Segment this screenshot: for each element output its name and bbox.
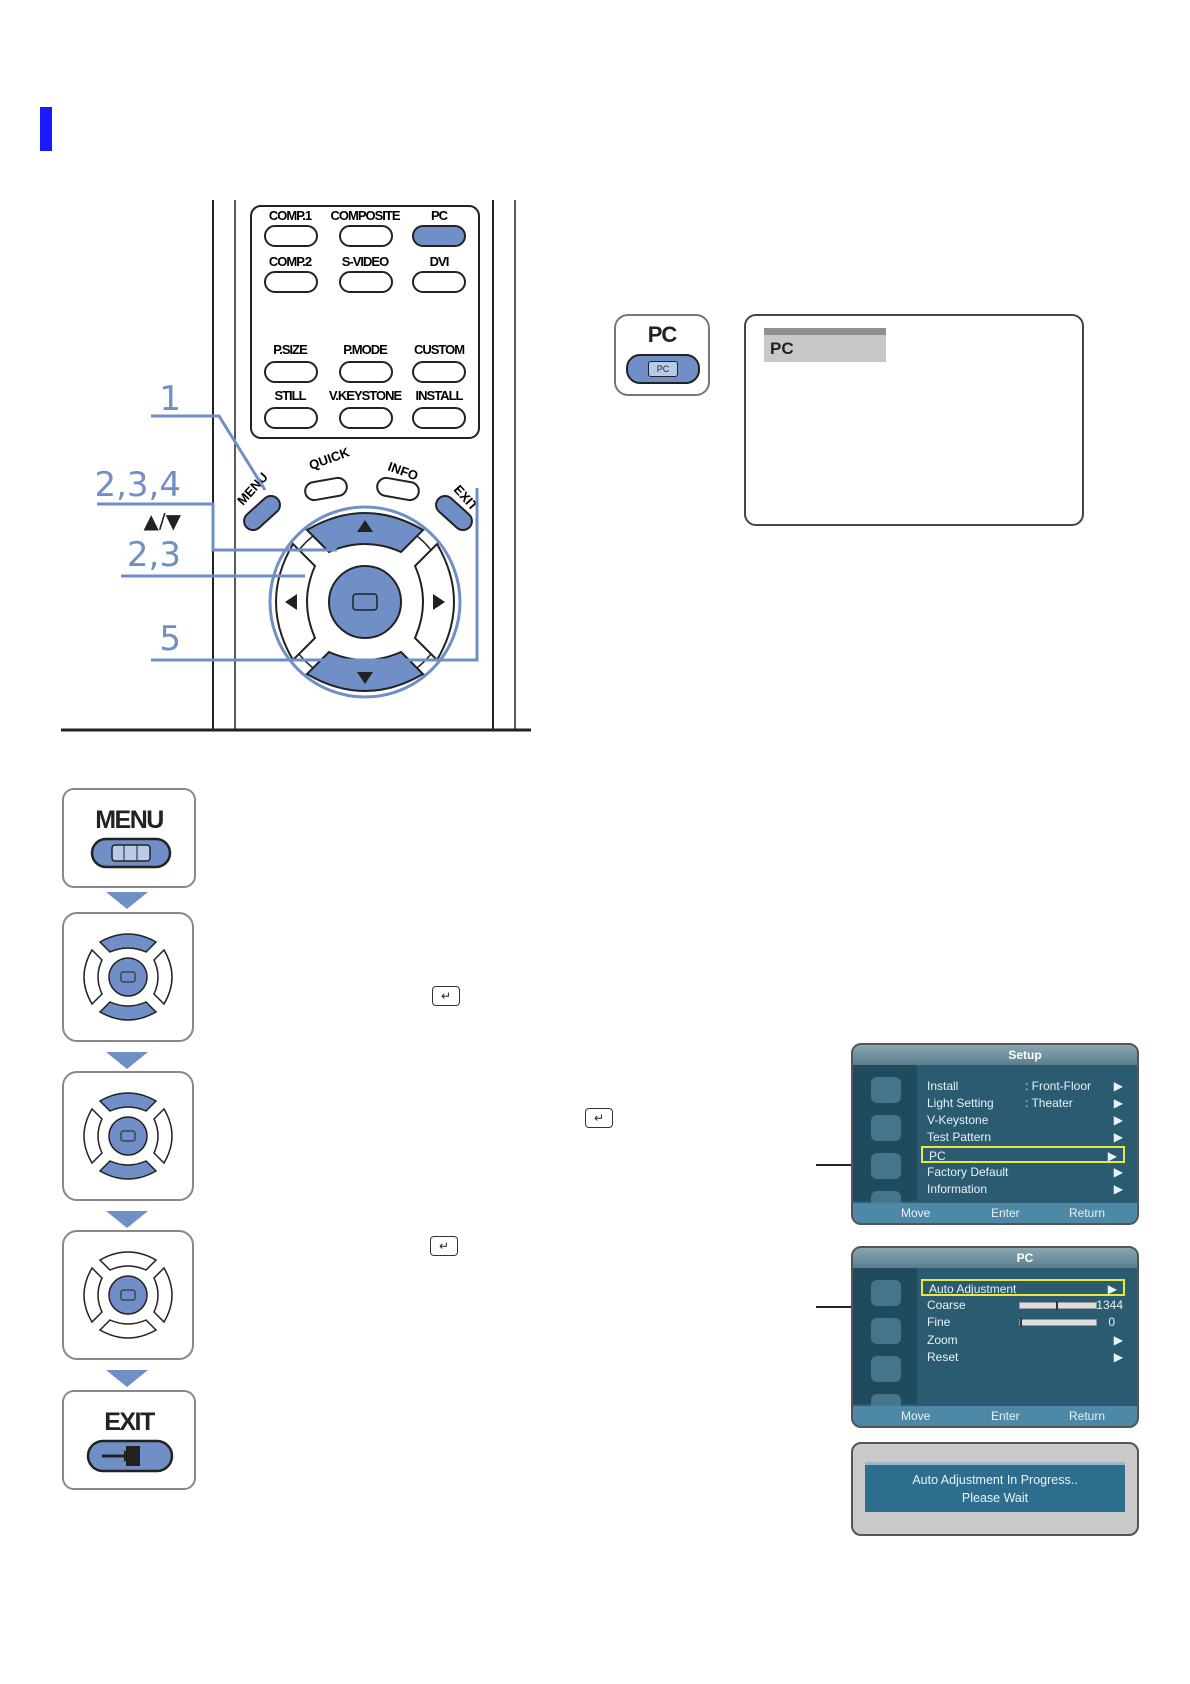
btn-still-label: STILL <box>274 388 306 403</box>
callout-step-1: 1 <box>159 379 181 419</box>
btn-comp2-label: COMP.2 <box>269 254 312 269</box>
nav-pad-step-2 <box>62 912 194 1042</box>
exit-label: EXIT <box>104 1408 155 1436</box>
btn-pmode-label: P.MODE <box>343 342 388 357</box>
remote-control-illustration: COMP.1 COMPOSITE PC COMP.2 S-VIDEO DVI P… <box>61 200 531 732</box>
osd-setup-menu: Setup Install: Front-Floor▶ Light Settin… <box>851 1043 1139 1225</box>
auto-adjust-progress-dialog: Auto Adjustment In Progress.. Please Wai… <box>851 1442 1139 1536</box>
step-arrow-4 <box>106 1370 148 1387</box>
screen-source-tag: PC <box>764 328 886 362</box>
osd-row-zoom[interactable]: Zoom▶ <box>927 1333 1123 1347</box>
btn-composite-label: COMPOSITE <box>330 208 400 223</box>
leader-line <box>816 1306 852 1308</box>
btn-vkeystone-label: V.KEYSTONE <box>329 388 403 403</box>
osd-row-install[interactable]: Install: Front-Floor▶ <box>927 1079 1123 1093</box>
progress-message: Auto Adjustment In Progress.. Please Wai… <box>865 1462 1125 1512</box>
osd-footer: Move Enter Return <box>853 1203 1137 1223</box>
pc-button-label: PC <box>647 322 678 347</box>
enter-icon: ↵ <box>430 1236 458 1256</box>
osd-row-information[interactable]: Information▶ <box>927 1182 1123 1196</box>
osd-row-reset[interactable]: Reset▶ <box>927 1350 1123 1364</box>
osd-side-icons <box>853 1065 917 1217</box>
btn-install-label: INSTALL <box>416 388 464 403</box>
btn-comp1-label: COMP.1 <box>269 208 312 223</box>
btn-dvi-label: DVI <box>430 254 449 269</box>
enter-icon: ↵ <box>585 1108 613 1128</box>
progress-line-1: Auto Adjustment In Progress.. <box>912 1473 1078 1487</box>
callout-updown: ▲/▼ <box>144 509 182 533</box>
callout-steps-23: 2,3 <box>127 535 181 575</box>
btn-svideo-label: S-VIDEO <box>342 254 389 269</box>
menu-label: MENU <box>95 806 164 834</box>
step-arrow-3 <box>106 1211 148 1228</box>
screen-display: PC <box>744 314 1084 526</box>
nav-pad-step-4 <box>62 1230 194 1360</box>
callout-steps-234: 2,3,4 <box>94 465 181 505</box>
step-arrow-1 <box>106 892 148 909</box>
osd-row-factory-default[interactable]: Factory Default▶ <box>927 1165 1123 1179</box>
osd-row-auto-adjustment-selected[interactable]: Auto Adjustment▶ <box>921 1279 1125 1296</box>
fine-slider[interactable] <box>1019 1318 1097 1327</box>
enter-icon: ↵ <box>432 986 460 1006</box>
btn-pc-label: PC <box>431 208 449 223</box>
pc-key-text: PC <box>648 361 678 377</box>
osd-pc-title: PC <box>853 1248 1137 1268</box>
osd-footer: Move Enter Return <box>853 1406 1137 1426</box>
coarse-slider[interactable] <box>1019 1301 1097 1310</box>
osd-side-icons <box>853 1268 917 1420</box>
osd-setup-title: Setup <box>853 1045 1137 1065</box>
osd-row-v-keystone[interactable]: V-Keystone▶ <box>927 1113 1123 1127</box>
btn-psize-label: P.SIZE <box>273 342 308 357</box>
osd-row-test-pattern[interactable]: Test Pattern▶ <box>927 1130 1123 1144</box>
btn-quick-label: QUICK <box>307 444 352 473</box>
osd-row-light-setting[interactable]: Light Setting: Theater▶ <box>927 1096 1123 1110</box>
nav-pad-step-3 <box>62 1071 194 1201</box>
osd-row-pc-selected[interactable]: PC▶ <box>921 1146 1125 1163</box>
pc-button-key: PC <box>626 354 700 384</box>
menu-key-icon <box>90 837 172 869</box>
pc-button-closeup: PC PC <box>614 314 710 396</box>
progress-line-2: Please Wait <box>961 1491 1029 1505</box>
step-arrow-2 <box>106 1052 148 1069</box>
menu-button-icon: MENU <box>62 788 196 888</box>
exit-button-icon: EXIT <box>62 1390 196 1490</box>
btn-custom-label: CUSTOM <box>414 342 464 357</box>
section-marker <box>40 107 52 151</box>
exit-key-icon <box>86 1439 174 1473</box>
leader-line <box>816 1164 852 1166</box>
callout-step-5: 5 <box>159 619 181 659</box>
